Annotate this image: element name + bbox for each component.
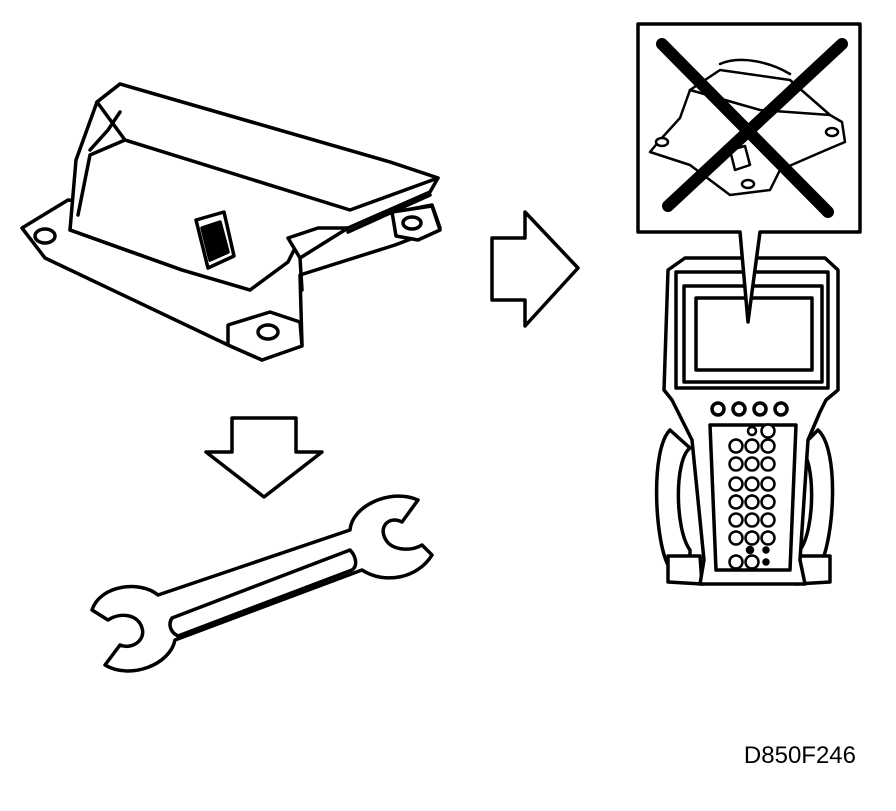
control-module [20,82,442,362]
cross-out-mark [656,38,848,218]
arrow-right [490,210,580,328]
wrench [90,494,434,673]
scan-tool-screen-callout [636,22,862,324]
scan-tool-screen [694,296,814,372]
scan-tool [654,256,840,586]
figure-code: D850F246 [743,742,856,769]
arrow-down [204,416,324,499]
